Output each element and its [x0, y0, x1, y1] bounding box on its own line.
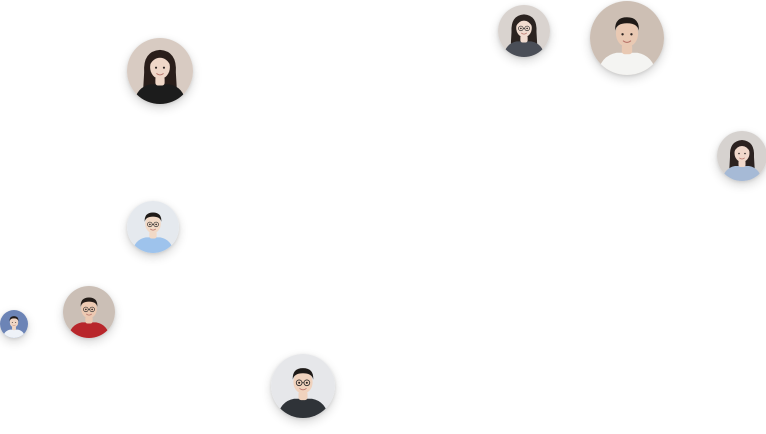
man-small-avatar-portrait	[0, 310, 28, 338]
woman-glasses-avatar-icon	[498, 5, 550, 57]
avatar-woman-long-hair[interactable]	[127, 38, 193, 104]
man-glasses-red-shirt-avatar-icon	[63, 286, 115, 338]
woman-long-hair-avatar-icon	[127, 38, 193, 104]
avatar-man-glasses-blue-shirt[interactable]	[127, 201, 179, 253]
man-small-avatar-icon	[0, 310, 28, 338]
avatar-man-small[interactable]	[0, 310, 28, 338]
man-glasses-blue-shirt-avatar-portrait	[127, 201, 179, 253]
avatar-man-glasses-dark-jacket[interactable]	[271, 354, 335, 418]
man-white-shirt-avatar-portrait	[590, 1, 664, 75]
man-white-shirt-avatar-icon	[590, 1, 664, 75]
avatar-man-white-shirt[interactable]	[590, 1, 664, 75]
avatar-woman-blue-shirt[interactable]	[717, 131, 766, 181]
woman-glasses-avatar-portrait	[498, 5, 550, 57]
avatar-man-glasses-red-shirt[interactable]	[63, 286, 115, 338]
woman-blue-shirt-avatar-portrait	[717, 131, 766, 181]
man-glasses-dark-jacket-avatar-portrait	[271, 354, 335, 418]
man-glasses-red-shirt-avatar-portrait	[63, 286, 115, 338]
man-glasses-blue-shirt-avatar-icon	[127, 201, 179, 253]
man-glasses-dark-jacket-avatar-icon	[271, 354, 335, 418]
woman-long-hair-avatar-portrait	[127, 38, 193, 104]
avatar-woman-glasses[interactable]	[498, 5, 550, 57]
woman-blue-shirt-avatar-icon	[717, 131, 766, 181]
